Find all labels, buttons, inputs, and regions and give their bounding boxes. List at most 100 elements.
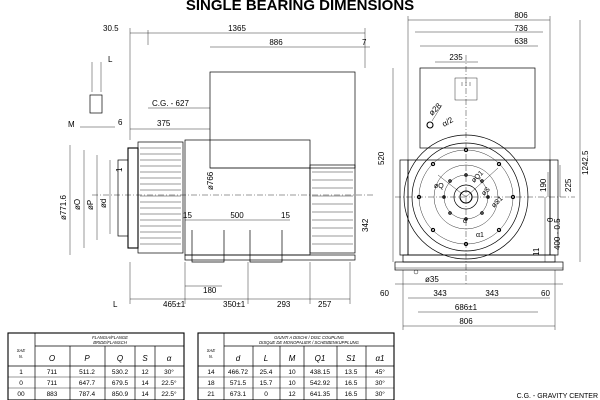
dim-225: 225 — [564, 178, 573, 192]
table-cell: 16.5 — [345, 391, 358, 398]
flange-sae: SAE — [17, 348, 26, 353]
dim-806-top: 806 — [514, 11, 528, 20]
dim-293: 293 — [277, 300, 291, 309]
table-cell: 16.5 — [345, 380, 358, 387]
dim-1242-5: 1242.5 — [581, 150, 590, 175]
table-cell: 647.7 — [79, 380, 96, 387]
dim-cg: C.G. - 627 — [152, 99, 189, 108]
dim-L-top: L — [108, 55, 113, 64]
table-cell: 10 — [288, 380, 296, 387]
coupling-col-alpha1: α1 — [375, 354, 384, 363]
dim-638: 638 — [514, 37, 528, 46]
table-cell: 571.5 — [230, 380, 247, 387]
table-cell: 12 — [288, 391, 296, 398]
dim-806-bot: 806 — [459, 317, 473, 326]
table-cell: 12 — [141, 369, 149, 376]
exciter-ribs — [312, 171, 353, 245]
table-cell: 850.9 — [112, 391, 129, 398]
flange-col-O: O — [49, 354, 55, 363]
dim-500: 500 — [230, 211, 244, 220]
table-cell: 30° — [164, 368, 174, 376]
dim-15b: 15 — [281, 211, 290, 220]
table-cell: 14 — [141, 380, 149, 387]
table-cell: 00 — [17, 391, 25, 398]
table-cell: 13.5 — [345, 369, 358, 376]
dim-7: 7 — [362, 38, 367, 47]
side-view: 30.5 1365 886 7 — [59, 24, 375, 309]
dim-a1: α1 — [476, 232, 484, 239]
table-cell: 530.2 — [112, 369, 129, 376]
table-cell: 0 — [264, 391, 268, 398]
table-cell: 14 — [141, 391, 149, 398]
dim-257: 257 — [318, 300, 332, 309]
table-cell: 45° — [375, 368, 385, 376]
dim-15a: 15 — [183, 211, 192, 220]
dim-736: 736 — [514, 24, 528, 33]
gravity-center-note: C.G. - GRAVITY CENTER — [517, 393, 598, 400]
dim-60-left: 60 — [380, 289, 389, 298]
table-cell: 22.5° — [161, 379, 177, 387]
dim-6: 6 — [118, 118, 123, 127]
table-cell: 25.4 — [260, 369, 273, 376]
table-cell: 641.35 — [310, 391, 330, 398]
dim-o28: ø28 — [427, 101, 444, 118]
drawing-title: SINGLE BEARING DIMENSIONS — [186, 0, 414, 14]
end-view: 806 736 638 235 ø28 α/2 — [377, 11, 590, 330]
dim-400: 400 - 0.5 — [553, 218, 562, 250]
flange-title-2: BRIDE/FLANSCH — [93, 340, 127, 345]
table-cell: 787.4 — [79, 391, 96, 398]
flange-col-Q: Q — [117, 354, 123, 363]
dim-520: 520 — [377, 151, 386, 165]
dim-oP: øP — [86, 200, 95, 210]
dim-a2: α/2 — [441, 115, 456, 129]
table-cell: 1 — [19, 369, 23, 376]
dim-11: 11 — [532, 247, 541, 256]
table-cell: 711 — [47, 369, 58, 376]
table-cell: 21 — [207, 391, 215, 398]
flange-title-1: FLANGIA/FLANGE — [92, 335, 128, 340]
dim-o771-6: ø771.6 — [59, 195, 68, 220]
dim-343-left: 343 — [433, 289, 447, 298]
dim-1365: 1365 — [228, 24, 246, 33]
dim-M: M — [68, 120, 75, 129]
coupling-title-1: GIUNTI A DISCHI / DISC COUPLING — [274, 335, 344, 340]
table-cell: 14 — [207, 369, 215, 376]
table-cell: 18 — [207, 380, 215, 387]
table-cell: 466.72 — [228, 369, 248, 376]
table-cell: 673.1 — [230, 391, 247, 398]
flange-col-P: P — [84, 354, 90, 363]
table-cell: 438.15 — [310, 369, 330, 376]
table-cell: 30° — [375, 379, 385, 387]
dim-342: 342 — [361, 218, 370, 232]
dim-375: 375 — [157, 119, 171, 128]
dim-886: 886 — [269, 38, 283, 47]
coupling-table: GIUNTI A DISCHI / DISC COUPLING DISQUE D… — [197, 332, 395, 400]
dim-oS1: øS1 — [490, 195, 504, 209]
dim-L-bot: L — [113, 300, 118, 309]
dim-a: α — [463, 218, 467, 225]
dim-235: 235 — [449, 53, 463, 62]
coupling-col-M: M — [289, 354, 296, 363]
table-cell: 679.5 — [112, 380, 129, 387]
dim-oS: øS — [480, 186, 492, 198]
table-cell: 711 — [47, 380, 58, 387]
dim-oQ: øQ — [434, 183, 444, 190]
table-cell: 883 — [47, 391, 58, 398]
table-cell: 10 — [288, 369, 296, 376]
coupling-col-d: d — [236, 354, 241, 363]
table-cell: 15.7 — [260, 380, 273, 387]
dim-o766: ø766 — [206, 171, 215, 190]
table-cell: 0 — [19, 380, 23, 387]
coupling-col-Q1: Q1 — [315, 354, 326, 363]
dim-o35: ø35 — [425, 275, 439, 284]
dim-oO: øO — [73, 199, 82, 210]
dim-465: 465±1 — [163, 300, 186, 309]
dim-1: 1 — [115, 167, 124, 172]
coupling-sae: SAE — [207, 348, 216, 353]
dim-30-5: 30.5 — [103, 24, 119, 33]
dim-180: 180 — [203, 286, 217, 295]
dim-od: ød — [99, 199, 108, 208]
dim-60-right: 60 — [541, 289, 550, 298]
fan-cover-hatch — [140, 147, 181, 245]
